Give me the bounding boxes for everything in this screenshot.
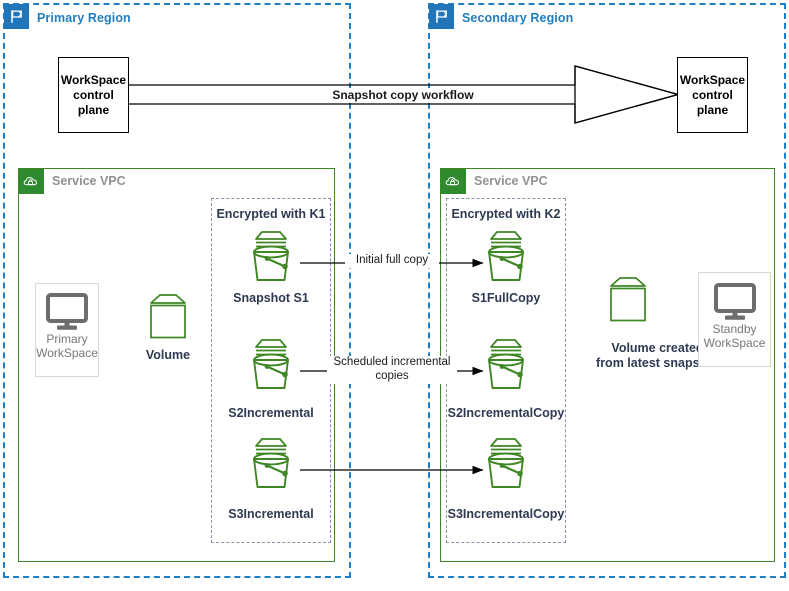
snapshot-s3-copy-label: S3IncrementalCopy <box>447 507 565 521</box>
region-primary-title: Primary Region <box>37 11 131 25</box>
standby-workspace: Standby WorkSpace <box>698 272 771 367</box>
edge-initial-full-copy-label: Initial full copy <box>345 254 439 268</box>
primary-workspace: Primary WorkSpace <box>35 283 99 377</box>
snapshot-icon <box>488 339 524 389</box>
encryption-group-k1-title: Encrypted with K1 <box>216 207 326 221</box>
primary-workspace-label: Primary WorkSpace <box>36 332 98 361</box>
snapshot-icon <box>488 438 524 488</box>
region-secondary-title: Secondary Region <box>462 11 574 25</box>
region-secondary: Secondary Region <box>428 3 786 578</box>
region-flag-icon <box>429 4 454 29</box>
snapshot-copy-workflow-label: Snapshot copy workflow <box>322 88 484 103</box>
vpc-primary: Service VPC <box>18 168 335 562</box>
standby-workspace-label: Standby WorkSpace <box>703 322 766 351</box>
volume-icon <box>610 277 646 322</box>
edge-scheduled-incremental-label: Scheduled incremental copies <box>327 356 457 384</box>
snapshot-s2-copy-label: S2IncrementalCopy <box>447 406 565 420</box>
snapshot-s3 <box>240 434 302 496</box>
vpc-secondary-title: Service VPC <box>474 174 548 188</box>
snapshot-s2 <box>240 335 302 397</box>
region-flag-icon <box>4 4 29 29</box>
region-primary: Primary Region <box>3 3 351 578</box>
vpc-cloud-lock-icon <box>441 169 466 194</box>
secondary-volume <box>598 275 658 325</box>
snapshot-s2-copy <box>475 335 537 397</box>
volume-icon <box>150 294 186 339</box>
vpc-primary-title: Service VPC <box>52 174 126 188</box>
snapshot-icon <box>488 231 524 281</box>
snapshot-s3-label: S3Incremental <box>228 507 314 521</box>
monitor-icon <box>713 283 756 320</box>
snapshot-s1-copy-label: S1FullCopy <box>471 291 541 305</box>
snapshot-s1-label: Snapshot S1 <box>233 291 309 305</box>
monitor-icon <box>46 293 88 330</box>
primary-volume <box>138 292 198 342</box>
primary-volume-label: Volume <box>145 348 191 362</box>
snapshot-s3-copy <box>475 434 537 496</box>
encryption-group-k2-title: Encrypted with K2 <box>451 207 561 221</box>
snapshot-s1-copy <box>475 227 537 289</box>
vpc-cloud-lock-icon <box>19 169 44 194</box>
snapshot-icon <box>253 231 289 281</box>
secondary-control-plane: WorkSpace control plane <box>677 57 748 133</box>
snapshot-icon <box>253 438 289 488</box>
snapshot-icon <box>253 339 289 389</box>
snapshot-s1 <box>240 227 302 289</box>
snapshot-s2-label: S2Incremental <box>228 406 314 420</box>
primary-control-plane: WorkSpace control plane <box>58 57 129 133</box>
